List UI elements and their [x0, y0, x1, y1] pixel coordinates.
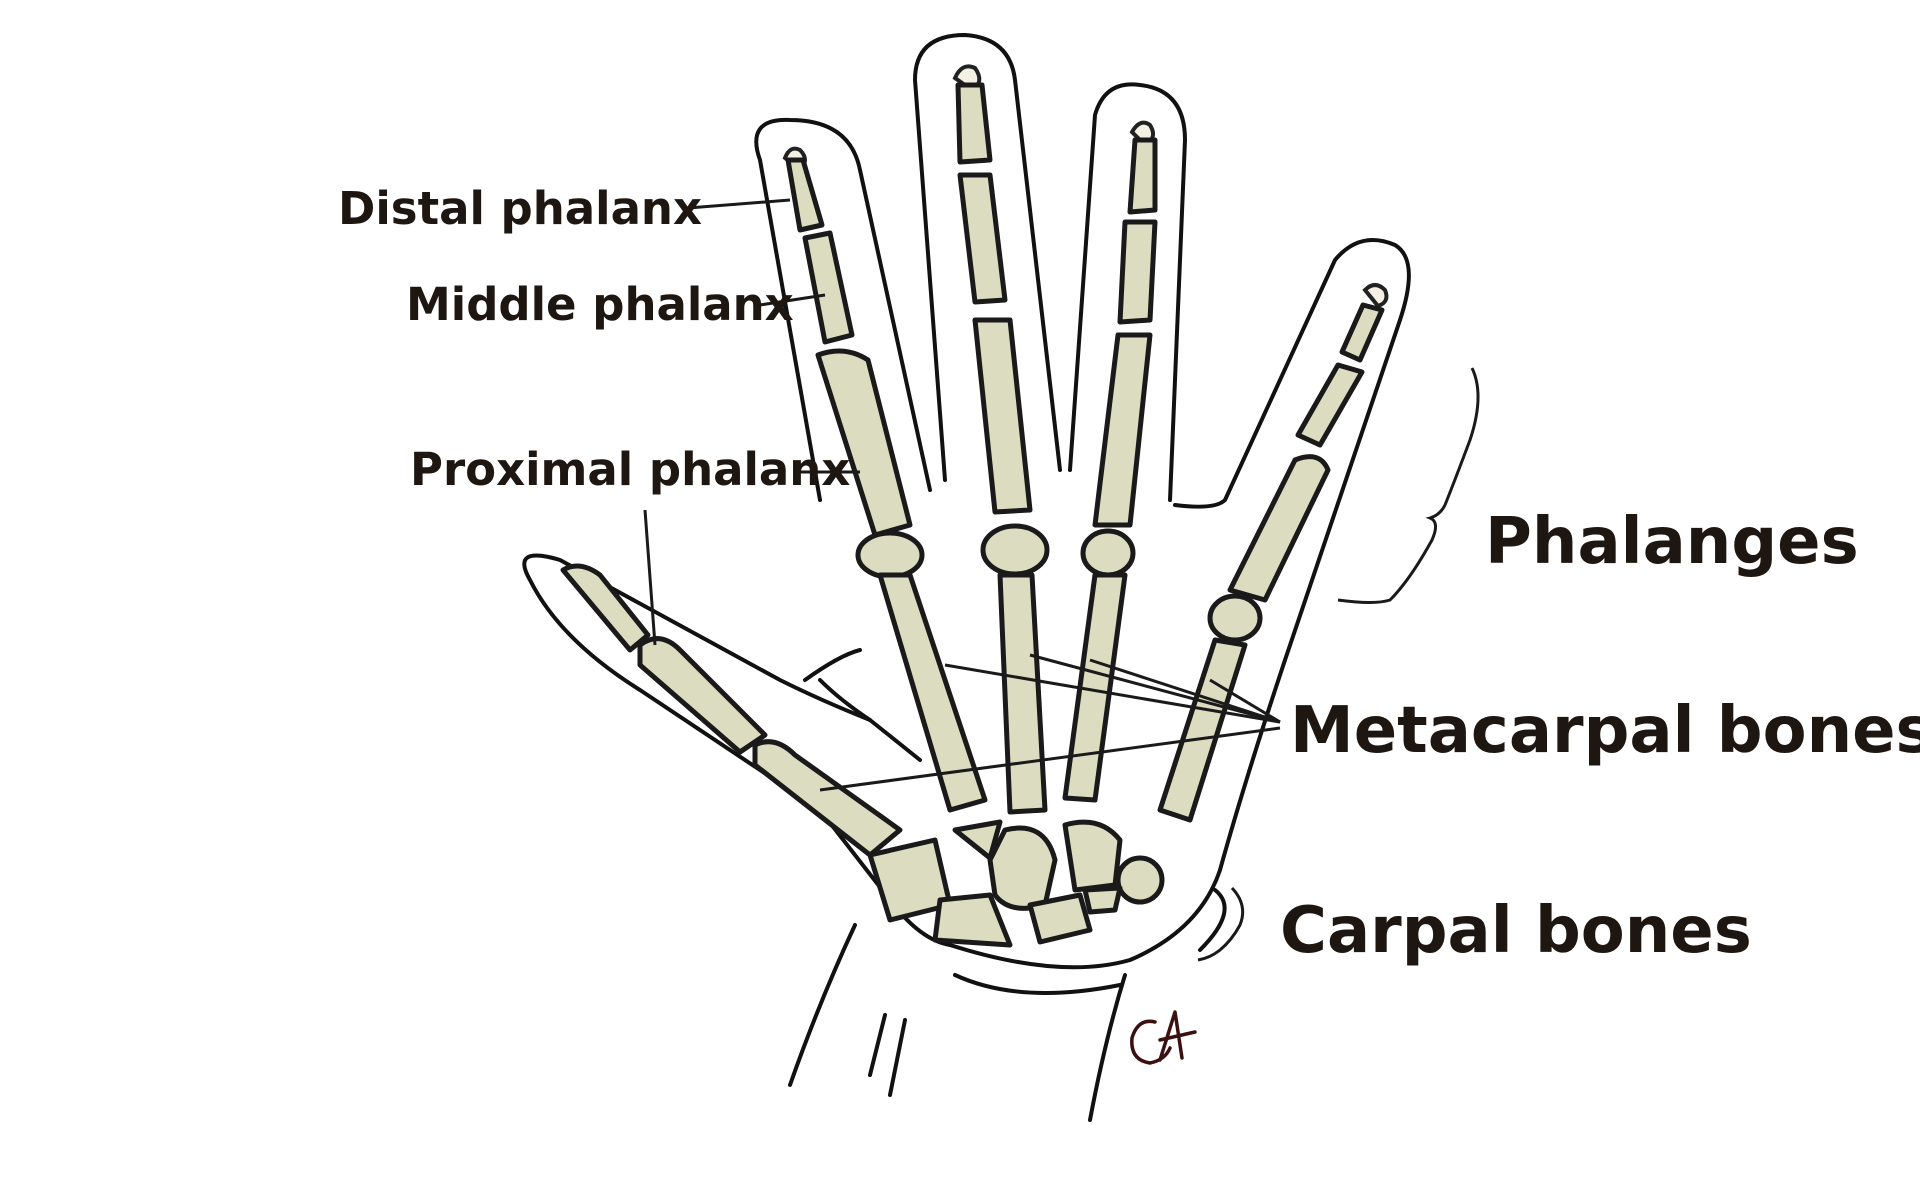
- label-phalanges: Phalanges: [1485, 505, 1859, 579]
- label-distal-phalanx: Distal phalanx: [338, 182, 702, 235]
- thumb-bones: [560, 563, 903, 858]
- leader-metacarpal-2: [1029, 653, 1281, 724]
- carpal-bones: [867, 819, 1165, 948]
- leader-metacarpal-3: [1089, 658, 1281, 724]
- label-metacarpal-bones: Metacarpal bones: [1290, 694, 1920, 768]
- index-finger-bones: [782, 146, 988, 813]
- ring-finger-bones: [1062, 120, 1158, 803]
- leader-lines: [643, 198, 1480, 962]
- leader-middle: [759, 293, 826, 307]
- hand-outline: [522, 33, 1411, 1122]
- leader-metacarpal-1: [944, 663, 1281, 724]
- middle-finger-bones: [952, 64, 1050, 815]
- leader-metacarpal-4: [1209, 678, 1281, 724]
- phalanges-bracket: [1337, 367, 1480, 604]
- little-finger-bones: [1157, 283, 1389, 823]
- artist-signature: [1130, 1010, 1197, 1065]
- leader-proximal-thumb: [643, 509, 657, 646]
- label-middle-phalanx: Middle phalanx: [406, 278, 794, 331]
- label-proximal-phalanx: Proximal phalanx: [410, 443, 850, 496]
- leader-metacarpal-5: [819, 726, 1281, 792]
- leader-distal: [687, 198, 791, 210]
- carpal-bracket: [1197, 886, 1245, 962]
- label-carpal-bones: Carpal bones: [1280, 894, 1752, 968]
